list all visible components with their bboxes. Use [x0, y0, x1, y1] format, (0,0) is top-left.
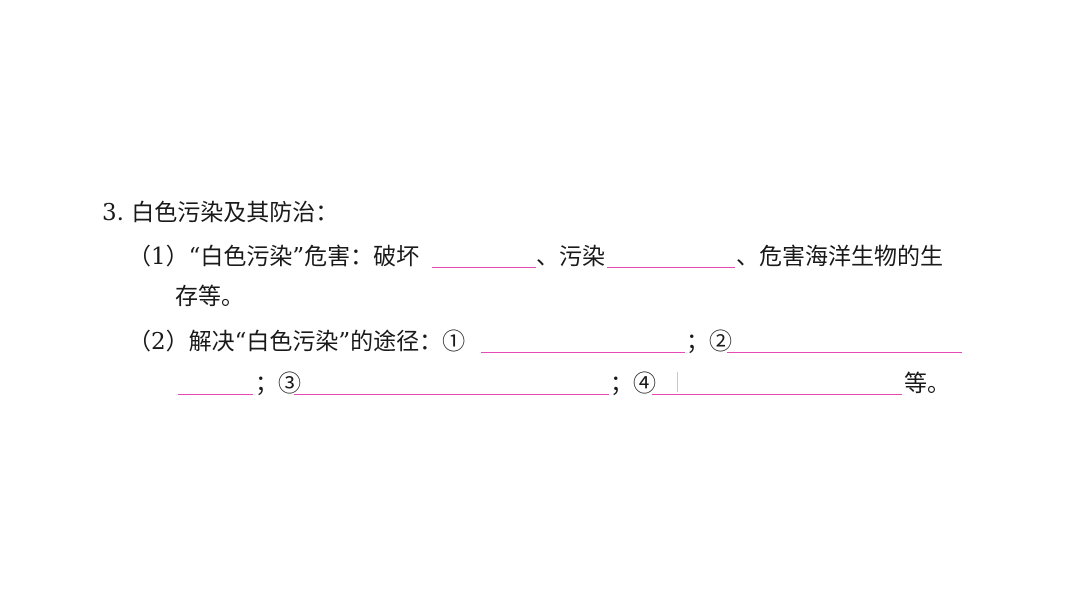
part1-prefix: （1）“白色污染”危害：破坏 [128, 244, 420, 270]
answer-blank-1-2[interactable] [607, 267, 735, 268]
answer-blank-2-4[interactable] [652, 394, 902, 395]
part2-separator-2: ；② [686, 329, 732, 355]
answer-blank-2-1[interactable] [481, 352, 685, 353]
text-cursor [677, 372, 678, 392]
part1-suffix: 、危害海洋生物的生 [736, 244, 943, 270]
part1-continuation: 存等。 [175, 284, 244, 310]
part2-separator-3: ；③ [255, 371, 301, 397]
answer-blank-2-2-continued[interactable] [178, 394, 253, 395]
part2-prefix: （2）解决“白色污染”的途径：① [128, 329, 466, 355]
answer-blank-2-2[interactable] [727, 352, 962, 353]
answer-blank-1-1[interactable] [432, 267, 536, 268]
question-title: 3. 白色污染及其防治： [102, 200, 339, 226]
answer-blank-2-3[interactable] [294, 394, 609, 395]
part2-separator-4: ；④ [610, 371, 656, 397]
part1-separator: 、污染 [536, 244, 605, 270]
part2-suffix: 等。 [904, 371, 950, 397]
